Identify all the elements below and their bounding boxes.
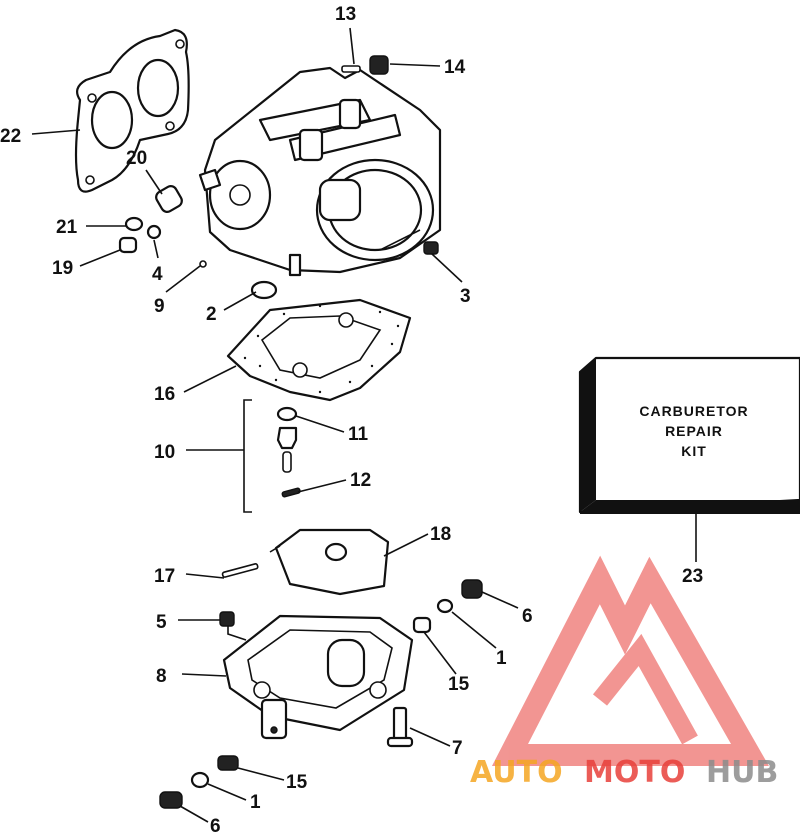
screw-7 [386, 706, 414, 748]
callout-1-upper: 1 [496, 648, 507, 669]
callout-8: 8 [156, 666, 167, 687]
callout-21: 21 [56, 217, 78, 238]
callout-19: 19 [52, 258, 73, 279]
callout-15-lower: 15 [286, 772, 308, 793]
washer-4 [146, 224, 162, 240]
callout-6-upper: 6 [522, 606, 533, 627]
needle-seat-group-10 [243, 399, 301, 513]
kit-label-line2: REPAIR [665, 423, 723, 439]
plug-14 [369, 55, 389, 75]
watermark-moto: MOTO [584, 755, 685, 790]
callout-10: 10 [154, 442, 175, 463]
callout-17: 17 [154, 566, 175, 587]
plug-6-lower [159, 791, 183, 809]
callout-labels: 13 14 22 20 21 19 4 9 2 3 16 10 11 12 18… [0, 4, 703, 835]
washer-21 [124, 216, 144, 232]
callout-7: 7 [452, 738, 463, 759]
screw-5 [219, 611, 247, 641]
callout-9: 9 [154, 296, 165, 317]
callout-13: 13 [335, 4, 356, 25]
plug-6-upper [461, 579, 483, 599]
callout-11: 11 [348, 424, 369, 445]
callout-15-upper: 15 [448, 674, 470, 695]
callout-12: 12 [350, 470, 371, 491]
callout-23: 23 [682, 566, 703, 587]
repair-kit-box-23: CARBURETOR REPAIR KIT [578, 356, 800, 514]
pin-17 [221, 563, 259, 578]
kit-label-line3: KIT [681, 443, 707, 459]
callout-3: 3 [460, 286, 471, 307]
callout-4: 4 [152, 264, 163, 285]
spring-3 [423, 241, 439, 255]
float-bowl-8 [222, 614, 414, 740]
screw-19 [118, 236, 138, 254]
sleeve-20 [155, 185, 183, 213]
callout-5: 5 [156, 612, 167, 633]
gasket-22 [74, 28, 190, 193]
callout-22: 22 [0, 126, 21, 147]
washer-1-lower [190, 771, 210, 789]
callout-6-lower: 6 [210, 816, 221, 835]
gasket-11-shape [276, 406, 298, 422]
float-18 [269, 528, 390, 596]
jet-15-upper [412, 616, 432, 634]
pin-13 [341, 65, 361, 73]
jet-15-lower [217, 755, 239, 771]
callout-20: 20 [126, 148, 147, 169]
callout-2: 2 [206, 304, 217, 325]
watermark-logo-icon [491, 555, 769, 766]
plug-2 [250, 280, 278, 300]
ball-9 [199, 260, 207, 268]
washer-1-upper [436, 598, 454, 614]
leader-lines [31, 27, 697, 823]
carburetor-body [198, 66, 442, 277]
kit-label-line1: CARBURETOR [639, 403, 748, 419]
callout-16: 16 [154, 384, 175, 405]
watermark-hub: HUB [706, 755, 778, 790]
watermark-text: AUTO MOTO HUB [470, 755, 778, 790]
callout-1-lower: 1 [250, 792, 261, 813]
gasket-16 [226, 298, 412, 402]
watermark-auto: AUTO [470, 755, 563, 790]
callout-18: 18 [430, 524, 451, 545]
callout-14: 14 [444, 57, 466, 78]
